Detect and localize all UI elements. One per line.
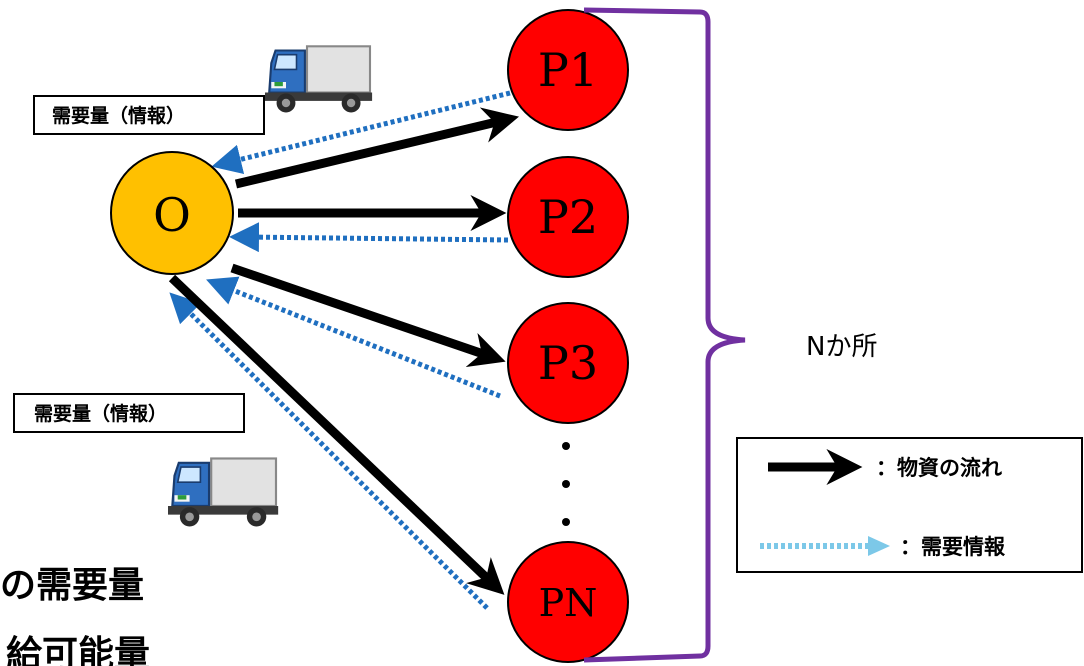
flow-arrow-pn bbox=[168, 274, 505, 595]
flow-arrow-p1 bbox=[234, 107, 520, 189]
truck-icon bbox=[263, 45, 374, 114]
demand-arrow-p2 bbox=[229, 222, 509, 253]
legend-flow-label: ：物資の流れ bbox=[876, 456, 1002, 480]
origin-label: O bbox=[153, 188, 191, 242]
destination-node: PN bbox=[507, 541, 629, 663]
demand-label-text: 需要量（情報） bbox=[34, 402, 167, 425]
demand-label-text: 需要量（情報） bbox=[52, 104, 185, 127]
destination-label: P2 bbox=[538, 190, 598, 244]
demand-label-box: 需要量（情報） bbox=[33, 95, 265, 135]
demand-heading: の需要量 bbox=[0, 565, 144, 606]
truck-icon bbox=[166, 457, 280, 528]
destination-node: P1 bbox=[507, 9, 629, 131]
destination-label: P1 bbox=[538, 43, 598, 97]
demand-arrow-pn bbox=[169, 292, 489, 610]
count-label: Nか所 bbox=[806, 332, 877, 362]
destination-label: P3 bbox=[538, 336, 598, 390]
origin-node: O bbox=[110, 151, 234, 275]
legend-demand-label: ：需要情報 bbox=[900, 535, 1006, 559]
demand-arrow-p3 bbox=[206, 276, 501, 399]
legend: ：物資の流れ ：需要情報 bbox=[736, 437, 1083, 573]
destination-node: P3 bbox=[507, 302, 629, 424]
group-brace bbox=[583, 7, 746, 663]
flow-arrow-p3 bbox=[230, 263, 506, 368]
demand-label-box: 需要量（情報） bbox=[13, 393, 245, 433]
ellipsis-dots bbox=[562, 442, 570, 526]
destination-node: P2 bbox=[507, 156, 629, 278]
destination-label: PN bbox=[539, 581, 598, 625]
supply-heading: 給可能量 bbox=[6, 634, 150, 666]
